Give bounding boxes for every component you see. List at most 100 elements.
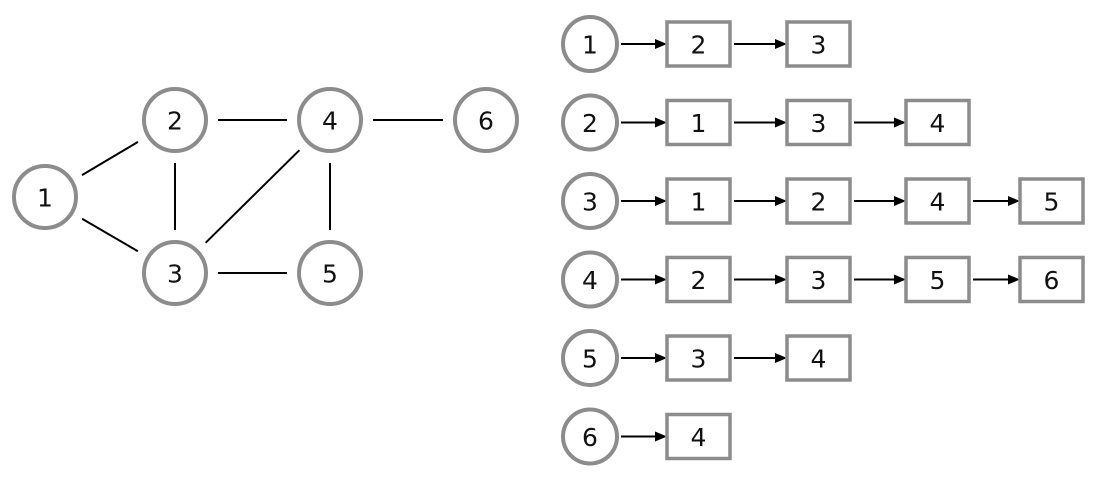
item-box: [904, 177, 971, 225]
arrow-head: [1008, 196, 1020, 206]
item-label: 2: [811, 188, 827, 217]
head-circle: [561, 15, 619, 73]
head-label: 4: [582, 266, 598, 295]
graph-node-6: 6: [453, 87, 519, 153]
item-label: 4: [930, 109, 946, 138]
item-box: [1018, 177, 1085, 225]
list-item-3: 3: [665, 334, 732, 382]
list-item-1: 1: [665, 177, 732, 225]
head-circle: [561, 172, 619, 230]
adjacency-row-1: 1 2 3: [561, 15, 852, 73]
arrow-head: [1008, 274, 1020, 285]
item-box: [785, 20, 852, 68]
graph-edges: [81, 119, 443, 274]
arrow-head: [775, 117, 787, 128]
item-label: 5: [1044, 188, 1060, 217]
item-label: 2: [691, 31, 707, 60]
item-box: [785, 98, 852, 147]
list-item-4: 4: [904, 177, 971, 225]
item-label: 3: [811, 109, 827, 138]
edge-1-2: [81, 141, 139, 176]
node-circle: [142, 87, 208, 153]
adjacency-row-3: 3 1 2 4 5: [561, 172, 1085, 230]
node-label: 5: [322, 260, 338, 289]
list-item-4: 4: [785, 334, 852, 382]
graph-node-5: 5: [297, 240, 363, 306]
node-circle: [297, 87, 363, 153]
list-item-3: 3: [785, 98, 852, 147]
arrow-head: [655, 196, 667, 206]
item-label: 2: [691, 266, 707, 295]
item-box: [665, 412, 732, 461]
item-box: [785, 255, 852, 304]
node-circle: [297, 240, 363, 306]
adjacency-row-5: 5 3 4: [561, 329, 852, 387]
item-box: [665, 255, 732, 304]
head-node-1: 1: [561, 15, 619, 73]
node-circle: [142, 240, 208, 306]
item-box: [665, 177, 732, 225]
item-label: 1: [691, 188, 707, 217]
item-box: [785, 177, 852, 225]
list-item-3: 3: [785, 20, 852, 68]
node-label: 1: [37, 184, 53, 213]
edge-3-4: [204, 149, 301, 244]
arrow-head: [894, 274, 906, 285]
item-box: [1018, 255, 1085, 304]
item-box: [785, 334, 852, 382]
head-circle: [561, 250, 619, 309]
adjacency-row-2: 2 1 3 4: [561, 93, 971, 152]
head-node-6: 6: [561, 407, 619, 466]
head-label: 1: [582, 31, 598, 60]
head-circle: [561, 407, 619, 466]
item-label: 5: [930, 266, 946, 295]
item-box: [904, 98, 971, 147]
head-circle: [561, 93, 619, 152]
head-label: 5: [582, 345, 598, 374]
list-item-4: 4: [904, 98, 971, 147]
item-label: 4: [811, 345, 827, 374]
adjacency-row-4: 4 2 3 5 6: [561, 250, 1085, 309]
edge-1-3: [81, 217, 139, 253]
arrow-head: [894, 117, 906, 128]
list-item-2: 2: [665, 255, 732, 304]
list-item-5: 5: [904, 255, 971, 304]
graph-node-4: 4: [297, 87, 363, 153]
list-item-1: 1: [665, 98, 732, 147]
arrow-head: [655, 274, 667, 285]
arrow-head: [775, 196, 787, 206]
node-circle: [453, 87, 519, 153]
item-label: 6: [1044, 266, 1060, 295]
graph-node-3: 3: [142, 240, 208, 306]
item-label: 3: [811, 31, 827, 60]
head-node-5: 5: [561, 329, 619, 387]
node-label: 3: [167, 260, 183, 289]
item-box: [665, 334, 732, 382]
graph-node-1: 1: [12, 164, 78, 230]
item-label: 1: [691, 109, 707, 138]
list-item-6: 6: [1018, 255, 1085, 304]
item-label: 4: [691, 423, 707, 452]
head-node-2: 2: [561, 93, 619, 152]
head-node-3: 3: [561, 172, 619, 230]
graph-nodes: 1 2 3 4 5 6: [12, 87, 519, 306]
item-label: 3: [691, 345, 707, 374]
item-label: 4: [930, 188, 946, 217]
item-label: 3: [811, 266, 827, 295]
head-circle: [561, 329, 619, 387]
node-circle: [12, 164, 78, 230]
list-item-2: 2: [785, 177, 852, 225]
head-node-4: 4: [561, 250, 619, 309]
arrow-head: [775, 39, 787, 49]
node-label: 6: [478, 107, 494, 136]
list-item-4: 4: [665, 412, 732, 461]
graph-node-2: 2: [142, 87, 208, 153]
arrow-head: [655, 353, 667, 363]
arrow-head: [655, 117, 667, 128]
list-item-5: 5: [1018, 177, 1085, 225]
head-label: 2: [582, 109, 598, 138]
item-box: [665, 98, 732, 147]
